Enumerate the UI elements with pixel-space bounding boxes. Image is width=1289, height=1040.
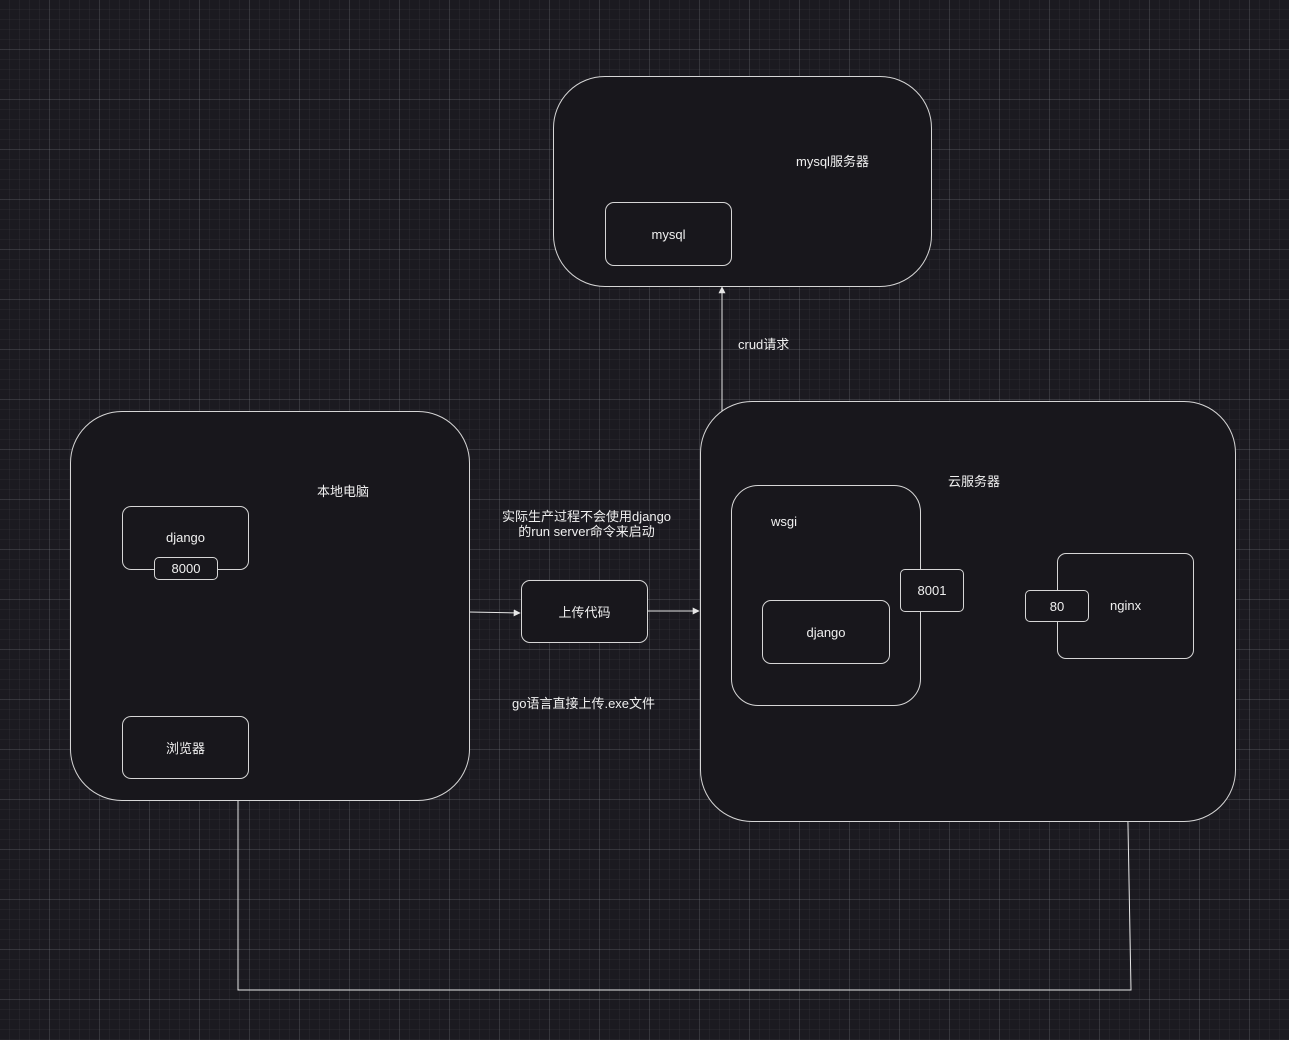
upload-note-top: 实际生产过程不会使用django 的run server命令来启动 [502,509,671,539]
browser-label: 浏览器 [165,741,205,756]
wsgi-port-label: 8001 [917,583,947,598]
wsgi-label: wsgi [771,514,798,529]
wsgi-port-8001[interactable]: 8001 [900,569,964,612]
cloud-django-box[interactable]: django [762,600,890,664]
upload-note-bottom: go语言直接上传.exe文件 [512,696,656,711]
nginx-label: nginx [1110,598,1142,613]
edge-local-pc-to-upload[interactable] [468,609,521,617]
mysql-box[interactable]: mysql [605,202,732,266]
edge-browser-to-nginx[interactable] [237,660,1132,991]
upload-note-top-line1: 实际生产过程不会使用django [502,509,672,524]
mysql-label: mysql [651,226,686,242]
upload-code-label: 上传代码 [558,605,611,620]
local-pc-title: 本地电脑 [317,484,370,499]
browser-box[interactable]: 浏览器 [122,716,249,779]
wsgi-container[interactable] [731,485,921,706]
upload-code-box[interactable]: 上传代码 [521,580,648,643]
nginx-port-label: 80 [1049,598,1065,614]
nginx-port-80[interactable]: 80 [1025,590,1089,622]
local-django-port-label: 8000 [171,561,201,576]
local-django-label: django [165,530,206,545]
local-django-port-8000[interactable]: 8000 [154,557,218,580]
cloud-django-label: django [806,624,846,640]
mysql-server-title: mysql服务器 [796,154,869,169]
cloud-server-title: 云服务器 [948,474,1001,489]
crud-request-label: crud请求 [738,337,790,352]
upload-note-top-line2: 的run server命令来启动 [518,524,655,539]
